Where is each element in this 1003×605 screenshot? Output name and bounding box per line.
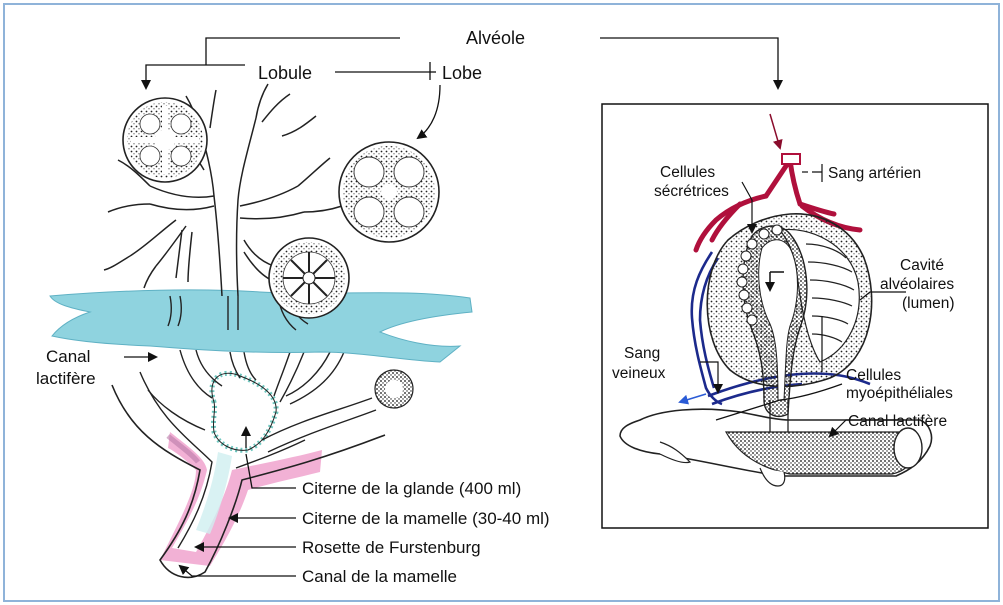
- label-canal-lactifere-2: lactifère: [36, 369, 96, 388]
- alveolus-detail: Cellules sécrétrices Sang artérien Cavit…: [602, 104, 988, 528]
- label-citerne-glande: Citerne de la glande (400 ml): [302, 479, 521, 498]
- label-sang-arterien: Sang artérien: [828, 165, 921, 182]
- middle-lobule: [269, 238, 349, 318]
- label-lobe: Lobe: [442, 63, 482, 83]
- lobe-cluster: [339, 142, 439, 242]
- label-cellules-secretrices-2: sécrétrices: [654, 183, 729, 200]
- label-alveole: Alvéole: [466, 28, 525, 48]
- label-cavite-3: (lumen): [902, 295, 955, 312]
- label-sang-veineux-1: Sang: [624, 345, 660, 362]
- label-citerne-mamelle: Citerne de la mamelle (30-40 ml): [302, 509, 550, 528]
- lobule-cluster: [123, 98, 207, 182]
- label-cellules-secretrices-1: Cellules: [660, 164, 715, 181]
- label-canal-mamelle: Canal de la mamelle: [302, 567, 457, 586]
- label-lobule: Lobule: [258, 63, 312, 83]
- label-canal-lactifere-1: Canal: [46, 347, 90, 366]
- label-cavite-2: alvéolaires: [880, 276, 954, 293]
- label-cavite-1: Cavité: [900, 257, 944, 274]
- label-myo-1: Cellules: [846, 367, 901, 384]
- tissue-band: [50, 290, 472, 362]
- label-canal-lactifere-detail: Canal lactifère: [848, 413, 947, 430]
- label-sang-veineux-2: veineux: [612, 365, 666, 382]
- label-myo-2: myoépithéliales: [846, 385, 953, 402]
- label-rosette: Rosette de Furstenburg: [302, 538, 481, 557]
